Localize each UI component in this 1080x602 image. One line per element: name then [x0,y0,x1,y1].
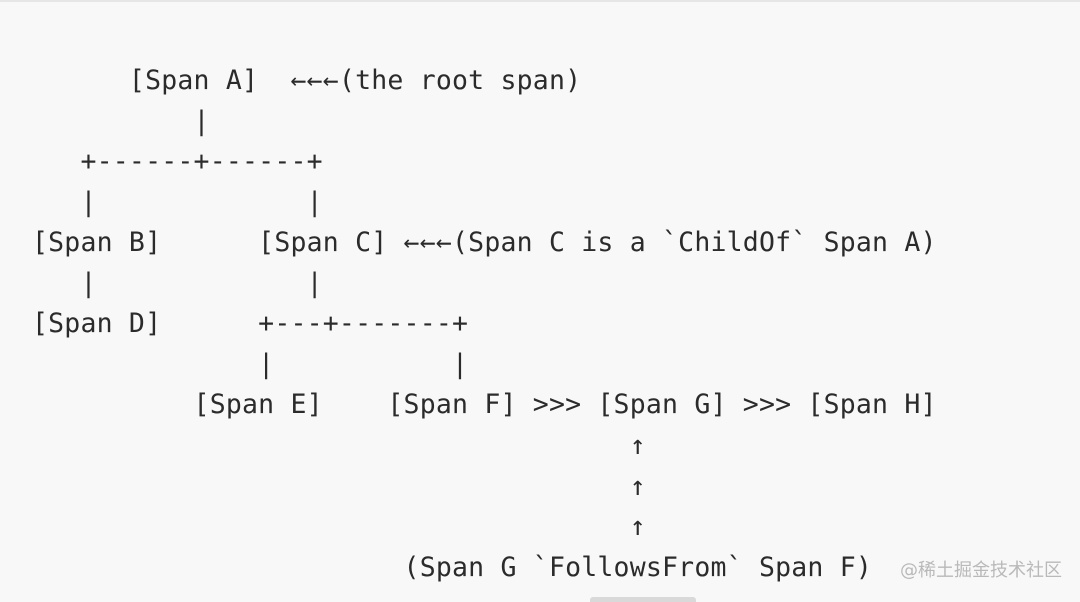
diagram-line-connector: | | [32,187,323,218]
watermark: @稀土掘金技术社区 [900,560,1062,581]
diagram-line-connector: | | [32,268,323,299]
diagram-line-span-d: [Span D] +---+-------+ [32,308,469,339]
scroll-indicator [590,597,696,602]
diagram-line-span-b-c: [Span B] [Span C] ←←←(Span C is a `Child… [32,227,937,258]
diagram-line-up-arrow: ↑ [32,511,646,542]
diagram-line-connector: | | [32,349,469,380]
diagram-line-up-arrow: ↑ [32,430,646,461]
diagram-line-connector: | [32,106,210,137]
diagram-line-up-arrow: ↑ [32,471,646,502]
diagram-line-follows-from: (Span G `FollowsFrom` Span F) [32,552,873,583]
diagram-line-span-a: [Span A] ←←←(the root span) [32,65,582,96]
diagram-line-branch: +------+------+ [32,146,323,177]
diagram-line-span-e-f-g-h: [Span E] [Span F] >>> [Span G] >>> [Span… [32,389,937,420]
top-border [0,0,1080,2]
